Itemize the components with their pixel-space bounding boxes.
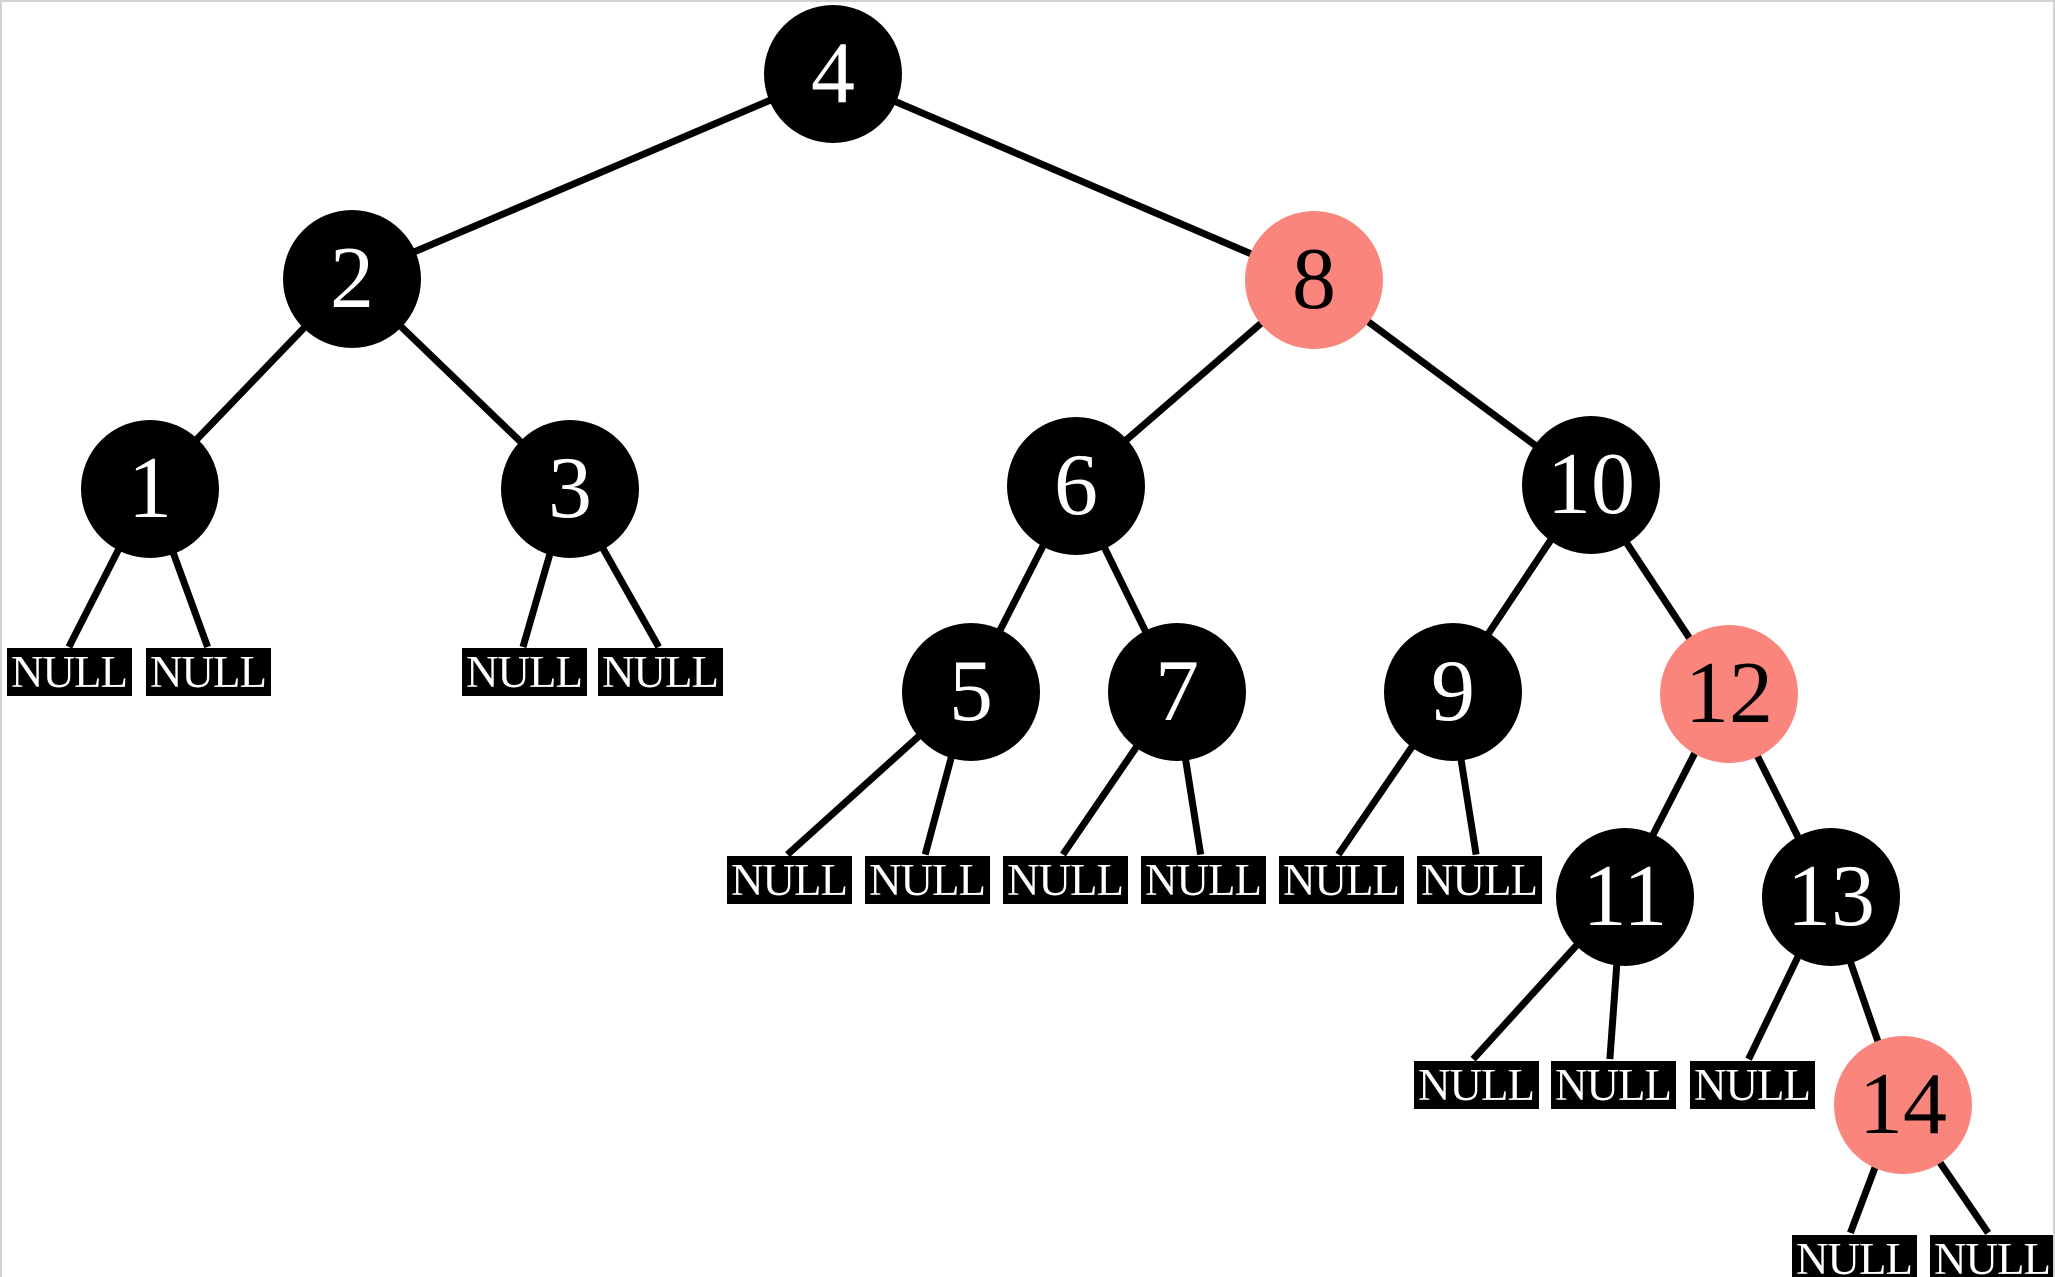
null-7-left-box: NULL: [1002, 856, 1128, 904]
null-label: NULL: [602, 648, 719, 696]
tree-node-label: 11: [1582, 848, 1668, 945]
tree-node-9: 9: [1384, 623, 1522, 761]
null-7-right-box: NULL: [1140, 856, 1266, 904]
tree-node-label: 1: [128, 440, 172, 537]
tree-node-label: 12: [1685, 645, 1773, 742]
tree-node-label: 10: [1547, 436, 1635, 533]
null-11-left-box: NULL: [1413, 1061, 1539, 1109]
tree-node-label: 6: [1054, 437, 1098, 534]
tree-node-label: 4: [811, 25, 855, 122]
null-14-right-box: NULL: [1929, 1235, 2053, 1277]
null-label: NULL: [1421, 856, 1538, 904]
null-label: NULL: [1796, 1235, 1913, 1277]
null-11-right-box: NULL: [1550, 1061, 1676, 1109]
null-9-left-box: NULL: [1278, 856, 1404, 904]
null-label: NULL: [1555, 1061, 1672, 1109]
edge-4-8: [830, 70, 1313, 283]
null-1-left-box: NULL: [6, 648, 132, 696]
tree-node-label: 13: [1787, 848, 1875, 945]
tree-node-label: 8: [1292, 231, 1336, 328]
null-label: NULL: [1934, 1235, 2051, 1277]
tree-node-7: 7: [1108, 623, 1246, 761]
tree-node-12: 12: [1660, 625, 1798, 763]
tree-node-8: 8: [1245, 211, 1383, 349]
null-3-right-box: NULL: [597, 648, 723, 696]
tree-node-14: 14: [1834, 1036, 1972, 1174]
null-label: NULL: [11, 648, 128, 696]
null-13-left-box: NULL: [1689, 1061, 1815, 1109]
null-9-right-box: NULL: [1416, 856, 1542, 904]
tree-node-6: 6: [1007, 417, 1145, 555]
tree-node-11: 11: [1556, 828, 1694, 966]
tree-node-10: 10: [1522, 416, 1660, 554]
null-label: NULL: [1694, 1061, 1811, 1109]
null-label: NULL: [1418, 1061, 1535, 1109]
tree-node-2: 2: [283, 210, 421, 348]
tree-node-label: 5: [949, 643, 993, 740]
null-14-left-box: NULL: [1791, 1235, 1917, 1277]
tree-node-4: 4: [764, 5, 902, 143]
null-label: NULL: [1145, 856, 1262, 904]
tree-node-5: 5: [902, 623, 1040, 761]
tree-node-1: 1: [81, 420, 219, 558]
null-label: NULL: [869, 856, 986, 904]
tree-node-3: 3: [501, 420, 639, 558]
tree-node-label: 2: [330, 230, 374, 327]
null-5-right-box: NULL: [864, 856, 990, 904]
tree-node-label: 14: [1859, 1056, 1947, 1153]
null-label: NULL: [1283, 856, 1400, 904]
null-5-left-box: NULL: [726, 856, 852, 904]
null-label: NULL: [466, 648, 583, 696]
null-1-right-box: NULL: [145, 648, 271, 696]
tree-node-label: 7: [1155, 643, 1199, 740]
null-label: NULL: [1007, 856, 1124, 904]
null-3-left-box: NULL: [461, 648, 587, 696]
tree-node-13: 13: [1762, 828, 1900, 966]
tree-node-label: 9: [1431, 643, 1475, 740]
edge-4-2: [349, 70, 833, 282]
tree-node-label: 3: [548, 440, 592, 537]
null-label: NULL: [150, 648, 267, 696]
null-label: NULL: [731, 856, 848, 904]
